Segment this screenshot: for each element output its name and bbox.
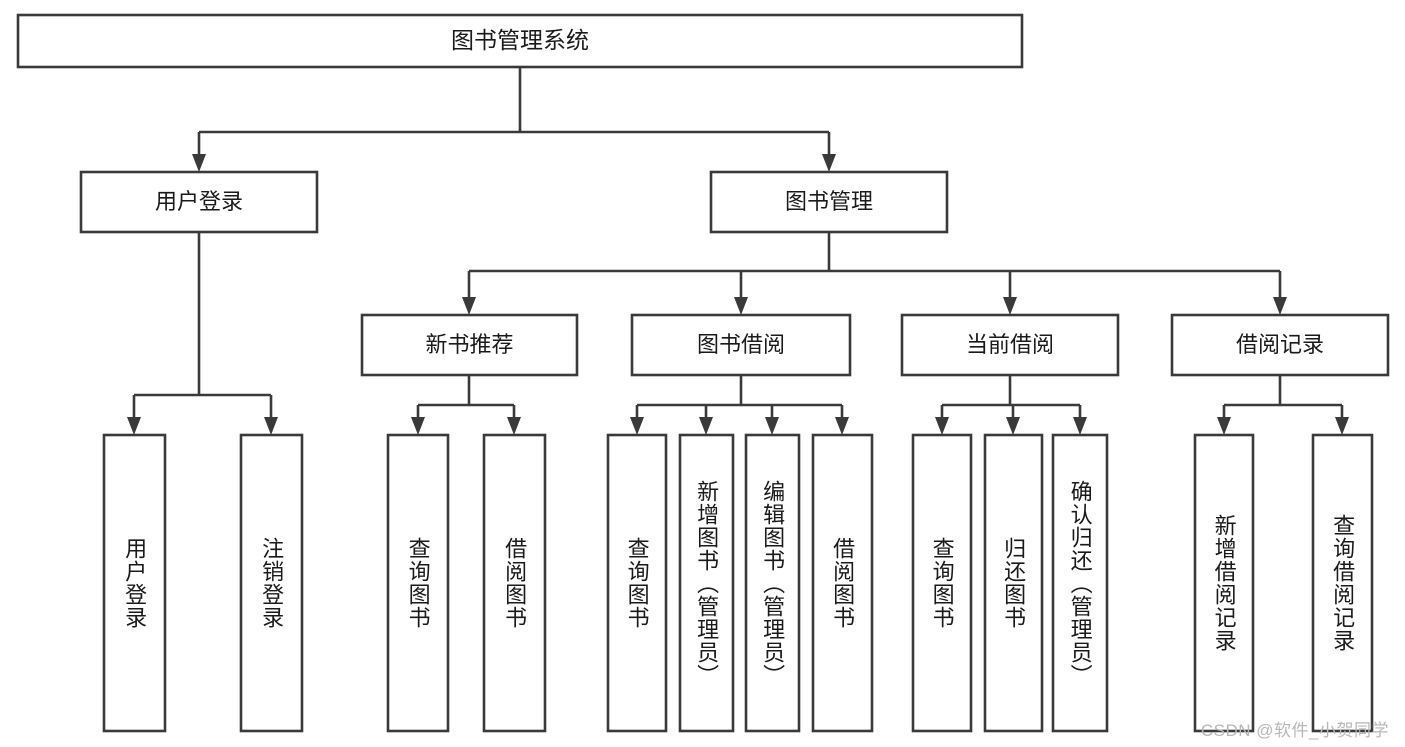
arrow-head-icon [1273,297,1287,315]
node-box-leaf-add-book-admin [678,433,735,733]
csdn-watermark: CSDN @软件_小贺同学 [1200,721,1389,740]
node-box-current-borrow [900,313,1120,377]
connector-title-to-level2 [192,67,836,172]
node-label-borrow-record: 借阅记录 [1236,332,1324,357]
node-box-book-borrow [630,313,852,377]
arrow-head-icon [1006,417,1020,435]
connectors-layer [127,67,1349,435]
connector-record-to-leaves [1217,375,1349,435]
arrow-head-icon [1217,417,1231,435]
arrow-head-icon [1003,297,1017,315]
arrow-head-icon [630,417,644,435]
node-box-book-management [709,170,949,234]
node-label-title: 图书管理系统 [451,27,589,53]
node-box-leaf-query-book-rec [386,433,450,733]
node-box-leaf-user-login [102,433,167,733]
arrow-head-icon [935,417,949,435]
arrow-head-icon [264,417,278,435]
node-box-leaf-query-book-cur [911,433,973,733]
node-label-book-borrow: 图书借阅 [697,332,785,357]
boxes-layer [16,13,1390,733]
node-box-title [16,13,1024,69]
arrow-head-icon [462,297,476,315]
arrow-head-icon [507,417,521,435]
connector-userlogin-to-leaves [127,232,278,435]
node-box-leaf-add-borrow-record [1193,433,1255,733]
connector-rec-to-leaves [411,375,521,435]
node-box-new-book-recommendation [360,313,579,377]
connector-borrow-to-leaves [630,375,849,435]
arrow-head-icon [192,154,206,172]
node-box-leaf-return-book [983,433,1044,733]
connector-bookmgmt-to-level3 [462,232,1287,315]
connector-current-to-leaves [935,375,1087,435]
arrow-head-icon [734,297,748,315]
node-box-leaf-logout [239,433,304,733]
arrow-head-icon [822,154,836,172]
node-box-leaf-query-borrow-record [1311,433,1374,733]
node-label-book-management: 图书管理 [785,189,873,214]
node-box-borrow-record [1170,313,1390,377]
arrow-head-icon [699,417,713,435]
arrow-head-icon [127,417,141,435]
node-box-leaf-borrow-book-rec [482,433,547,733]
arrow-head-icon [835,417,849,435]
arrow-head-icon [1335,417,1349,435]
node-label-user-login: 用户登录 [155,189,243,214]
arrow-head-icon [411,417,425,435]
node-box-leaf-borrow-book [811,433,874,733]
node-label-current-borrow: 当前借阅 [966,332,1054,357]
node-box-leaf-edit-book-admin [744,433,801,733]
arrow-head-icon [765,417,779,435]
node-label-new-book-recommendation: 新书推荐 [425,332,513,357]
node-box-leaf-query-book [606,433,668,733]
arrow-head-icon [1073,417,1087,435]
node-box-user-login [79,170,319,234]
node-box-leaf-confirm-return-admin [1051,433,1109,733]
